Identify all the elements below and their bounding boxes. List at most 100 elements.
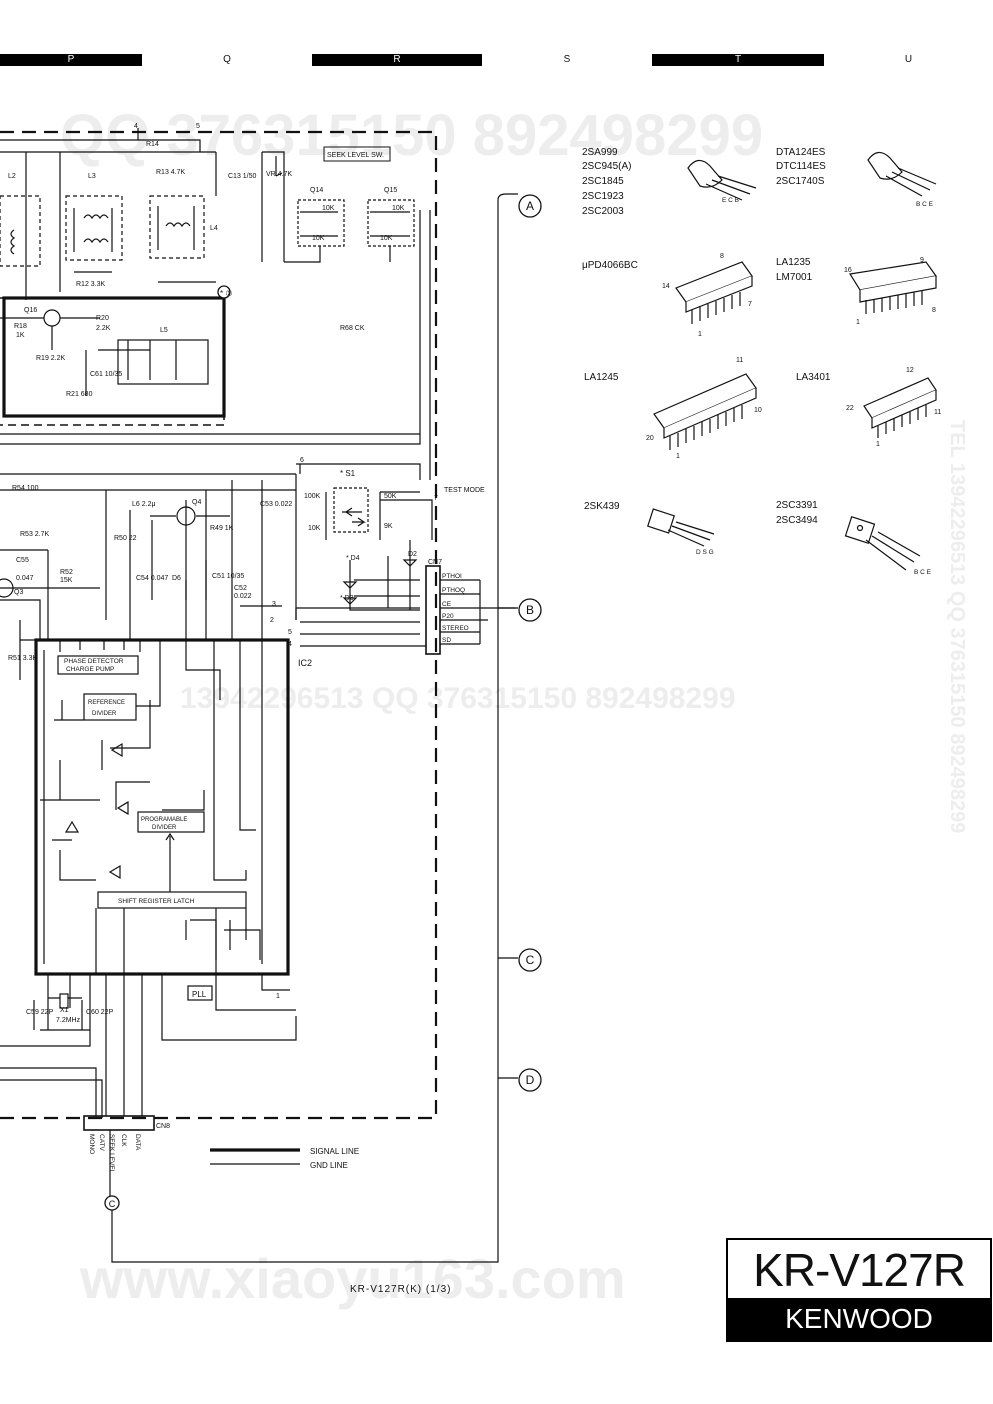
part-la1245: LA1245 — [584, 372, 619, 383]
c55-value: 0.047 — [16, 575, 34, 582]
pin-num-2: 2 — [270, 617, 274, 624]
seek-level-sw-label: SEEK LEVEL SW. — [327, 152, 384, 159]
r-10k-b: 10K — [312, 235, 325, 242]
c13-label: C13 1/50 — [228, 173, 257, 180]
r13-label: R13 4.7K — [156, 169, 186, 176]
title-block: KR-V127R KENWOOD — [726, 1238, 992, 1342]
cn8-pin-seek-level: SEEK LEVEL — [108, 1134, 115, 1174]
part-upd4066bc: μPD4066BC — [582, 260, 638, 271]
r68-label: R68 CK — [340, 325, 365, 332]
part2-pins: B C E — [916, 201, 934, 208]
x1-label: X1 — [60, 1007, 69, 1014]
c59-label: C59 22P — [26, 1009, 54, 1016]
r-50k: 50K — [384, 493, 397, 500]
charge-pump-label: CHARGE PUMP — [66, 666, 114, 673]
brand-logo: KENWOOD — [728, 1298, 990, 1340]
model-name: KR-V127R — [753, 1244, 966, 1296]
cn7-pin-6: SD — [442, 637, 451, 644]
r54-label: R54 100 — [12, 485, 39, 492]
cn7-pin-1: PTHOI — [442, 573, 462, 580]
part-2sc3494: 2SC3494 — [776, 515, 818, 526]
dip14-ic — [675, 261, 753, 324]
node-d-label: D — [526, 1073, 535, 1087]
r50-label: R50 22 — [114, 535, 137, 542]
part-la1235: LA1235 — [776, 257, 811, 268]
part-dtc114es: DTC114ES — [776, 161, 826, 172]
drawing-reference: KR-V127R(K) (1/3) — [350, 1284, 452, 1295]
column-q: Q — [223, 54, 231, 65]
shift-register-label: SHIFT REGISTER LATCH — [118, 898, 195, 905]
la1235-pin-9: 9 — [920, 257, 924, 264]
watermark-middle: 13942296513 QQ 376315150 892498299 — [180, 682, 736, 715]
c51-label: C51 10/35 — [212, 573, 244, 580]
circle-one-label: * ① — [220, 289, 233, 298]
column-s: S — [563, 54, 571, 65]
column-u: U — [904, 54, 913, 65]
la3401-pin-22: 22 — [846, 405, 854, 412]
r20-value: 2.2K — [96, 325, 111, 332]
r52-label: R52 — [60, 569, 73, 576]
board-outline-main — [0, 462, 438, 1120]
r18-label: R18 — [14, 323, 27, 330]
watermark-top: QQ 376315150 892498299 — [60, 103, 764, 168]
c61-label: C61 10/35 — [90, 371, 122, 378]
upd-pin-14: 14 — [662, 283, 670, 290]
part-dta124es: DTA124ES — [776, 147, 826, 158]
pin-num-1: 1 — [276, 993, 280, 1000]
s1-label: * S1 — [340, 469, 356, 478]
r-9k: 9K — [384, 523, 393, 530]
q15-label: Q15 — [384, 187, 397, 194]
programable-divider-label: DIVIDER — [152, 825, 177, 831]
part-2sc945: 2SC945(A) — [582, 161, 631, 172]
r-10k-e: 10K — [308, 525, 321, 532]
l3-label: L3 — [88, 173, 96, 180]
la1235-pin-1: 1 — [856, 319, 860, 326]
la1245-pin-10: 10 — [754, 407, 762, 414]
reference-divider-label: DIVIDER — [92, 711, 117, 717]
watermark-bottom: www.xiaoyu163.com — [80, 1247, 626, 1310]
part-la3401: LA3401 — [796, 372, 831, 383]
node-a-label: A — [526, 199, 534, 213]
r-10k-d: 10K — [380, 235, 393, 242]
node-b — [518, 598, 542, 622]
r14-label: R14 — [146, 141, 159, 148]
pin-num-4: 4 — [134, 123, 138, 130]
upd-pin-7: 7 — [748, 301, 752, 308]
column-r: R — [312, 54, 482, 66]
part-2sc2003: 2SC2003 — [582, 206, 624, 217]
part-lm7001: LM7001 — [776, 272, 813, 283]
cn8-pin-data: DATA — [134, 1134, 141, 1151]
pin-num-6: 6 — [300, 457, 304, 464]
d6-label: D6 — [172, 575, 181, 582]
part-2sc1923: 2SC1923 — [582, 191, 624, 202]
la1245-pin-20: 20 — [646, 435, 654, 442]
cn7-pin-4: P20 — [442, 613, 454, 620]
cn7-pin-3: CE — [442, 601, 452, 608]
programable-label: PROGRAMABLE — [141, 817, 187, 823]
r-10k-a: 10K — [322, 205, 335, 212]
cn8-pin-mono: MONO — [88, 1134, 95, 1154]
l5-label: L5 — [160, 327, 168, 334]
upd-pin-1: 1 — [698, 331, 702, 338]
part-2sa999: 2SA999 — [582, 147, 618, 158]
node-b-label: B — [526, 603, 534, 617]
c52-value: 0.022 — [234, 593, 252, 600]
pin-num-5: 5 — [196, 123, 200, 130]
r52-value: 15K — [60, 577, 73, 584]
r-10k-c: 10K — [392, 205, 405, 212]
c52-label: C52 — [234, 585, 247, 592]
dip16-ic — [849, 261, 938, 314]
c55-label: C55 — [16, 557, 29, 564]
d3-label: * D3 — [340, 595, 354, 602]
node-c-bottom-label: C — [109, 1199, 116, 1209]
la1235-pin-8: 8 — [932, 307, 936, 314]
board-outline-top — [0, 130, 438, 462]
node-c-label: C — [526, 953, 535, 967]
part1-pins: E C B — [722, 197, 739, 204]
circle-one-marker — [217, 285, 231, 299]
part8-pins: B C E — [914, 569, 932, 576]
r12-label: R12 3.3K — [76, 281, 106, 288]
la3401-pin-1: 1 — [876, 441, 880, 448]
r18-value: 1K — [16, 332, 25, 339]
